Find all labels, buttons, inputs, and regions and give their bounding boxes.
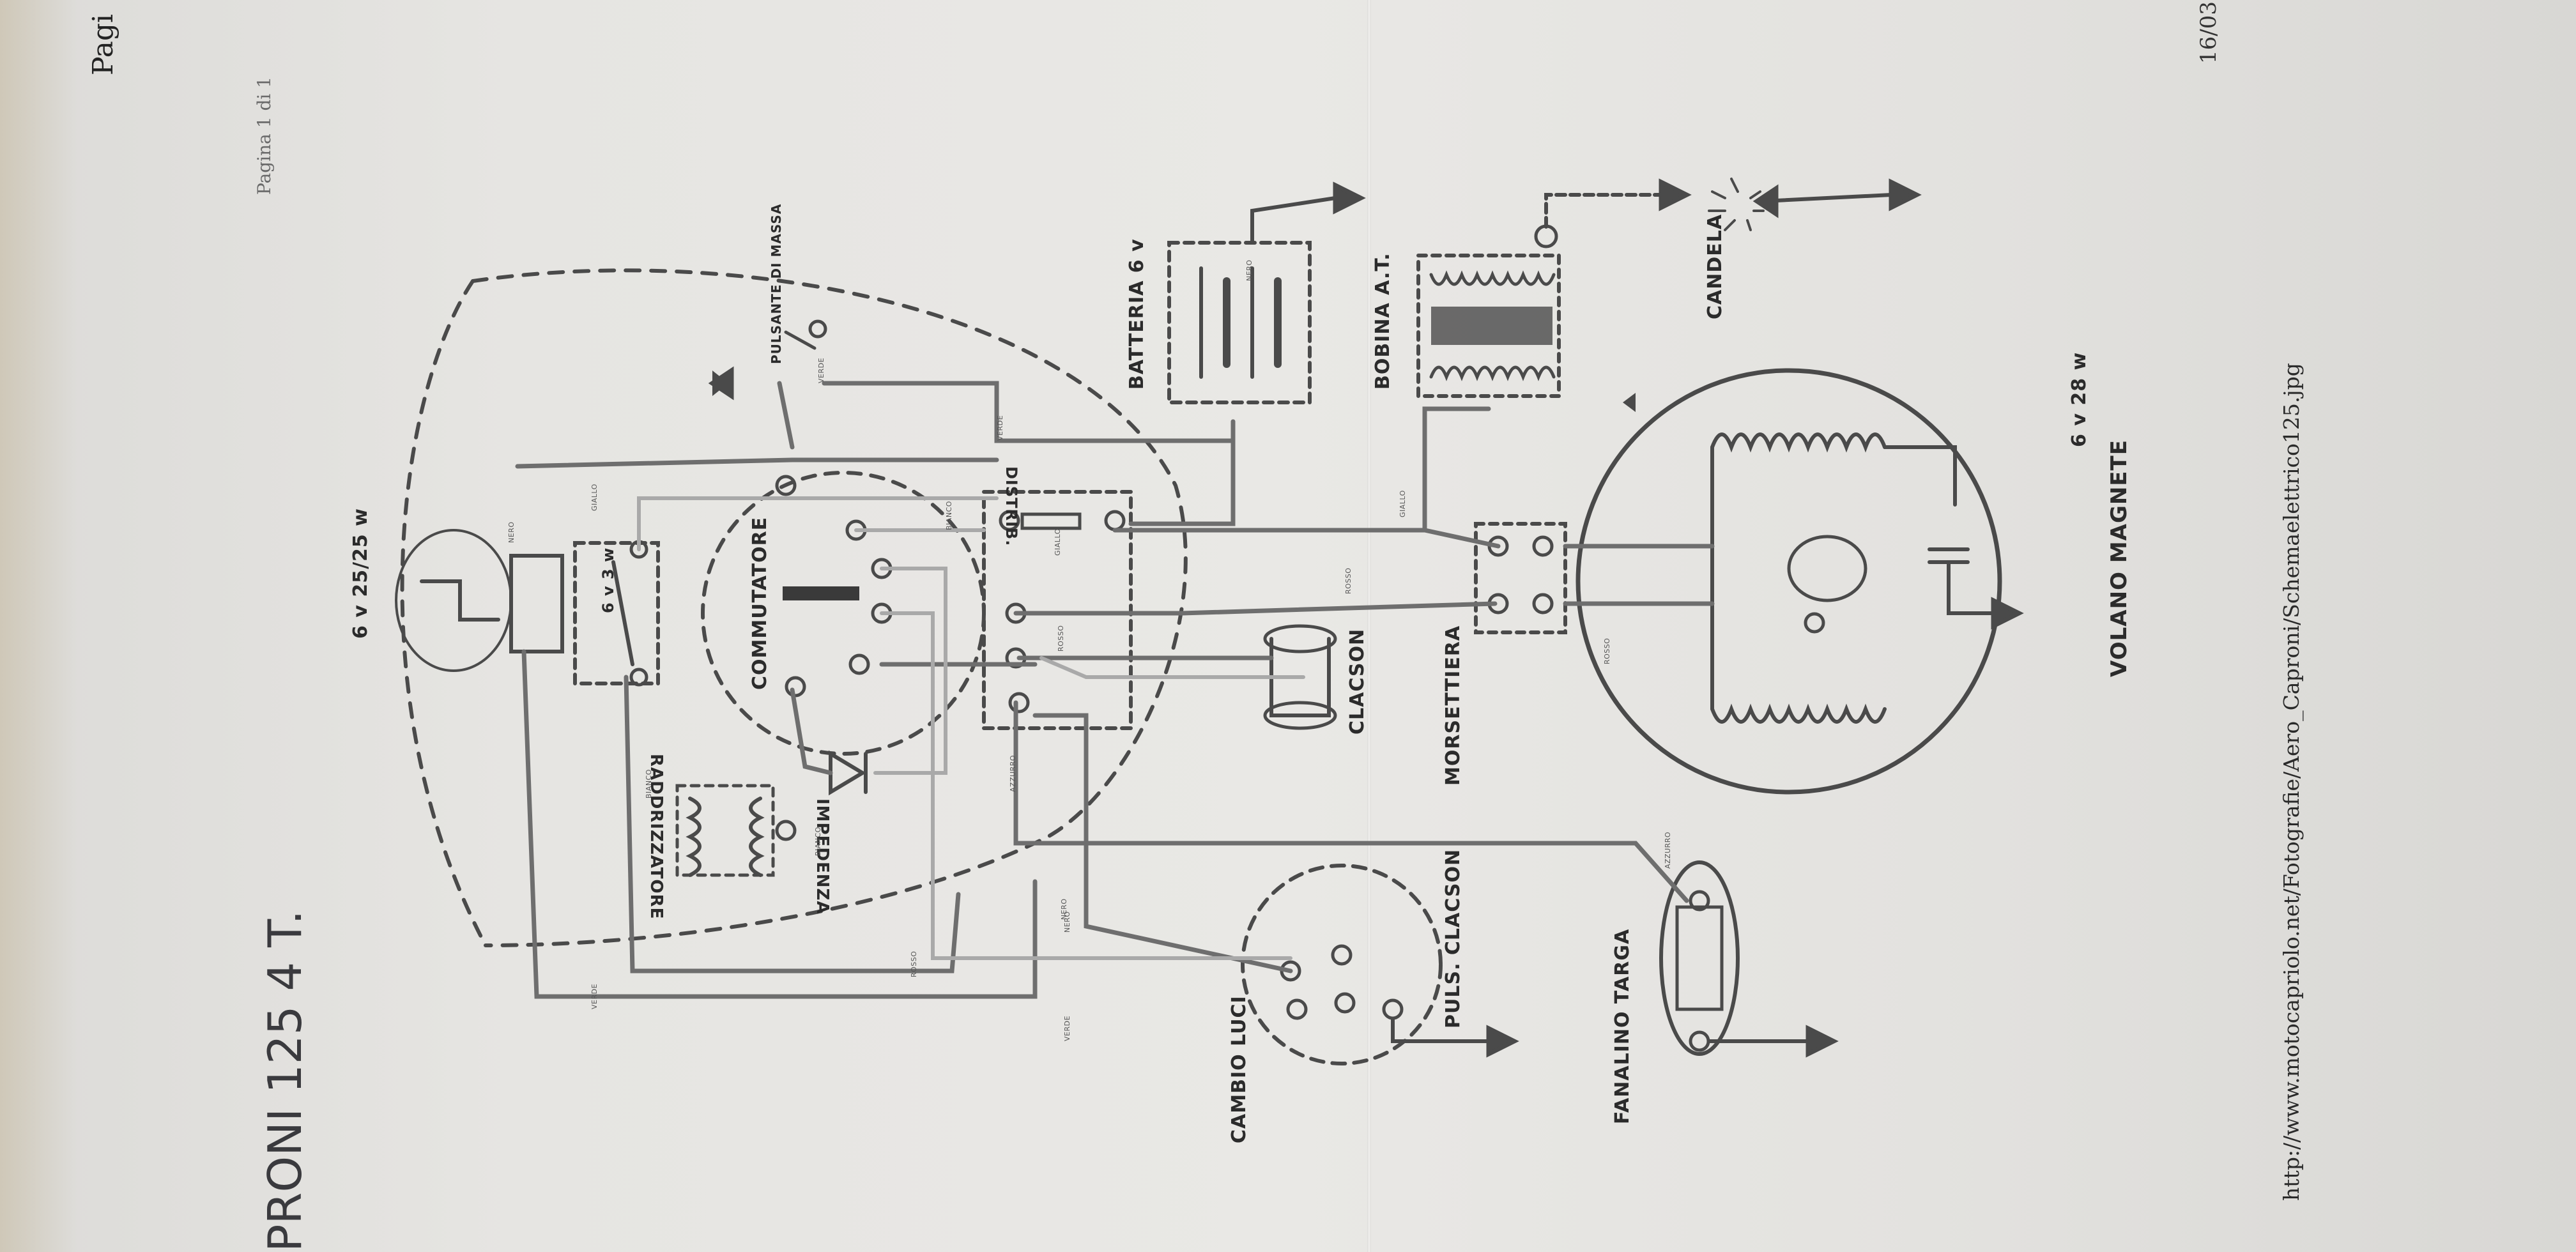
clacson-label: CLACSON [1346, 628, 1368, 735]
wire-label: GIALLO [590, 484, 599, 511]
paper-edge [0, 0, 77, 1252]
wire-label: BIANCO [814, 827, 822, 856]
cambio-luci-label: CAMBIO LUCI [1228, 995, 1250, 1143]
lampada-label: 6 v 25/25 w [349, 508, 372, 639]
page-number: Pagina 1 di 1 [254, 76, 275, 195]
wire-label: GIALLO [1054, 528, 1062, 556]
candela-label: CANDELA [1704, 213, 1726, 319]
wire-label: VERDE [996, 415, 1004, 441]
volano-magnete [1575, 368, 2002, 795]
wire-label: NERO [507, 521, 516, 543]
print-date: 16/03 [2196, 1, 2221, 64]
bobina-label: BOBINA A.T. [1372, 252, 1394, 390]
corner-label: Pagi [87, 13, 119, 75]
batteria-label: BATTERIA 6 v [1126, 238, 1148, 390]
wire-label: VERDE [1063, 1015, 1071, 1041]
headlamp-outline [471, 268, 1188, 947]
wire-label: NERO [1245, 259, 1254, 281]
paper-fold [1367, 0, 1371, 1252]
headlamp-outline [400, 279, 487, 947]
wire-label: VERDE [817, 357, 825, 383]
wire-label: BIANCO [645, 769, 653, 798]
wire-label: AZZURRO [1009, 754, 1017, 792]
wire-label: NERO [1060, 898, 1068, 920]
raddrizzatore-diode [829, 750, 866, 796]
wire-label: ROSSO [1057, 625, 1065, 652]
headlamp-socket [509, 554, 564, 653]
headlamp-bulb [395, 529, 512, 672]
bobina-block [1416, 254, 1561, 398]
pulsante-clacson-label: PULS. CLACSON [1442, 848, 1464, 1028]
wire-label: ROSSO [910, 950, 918, 977]
morsettiera-label: MORSETTIERA [1442, 625, 1464, 786]
source-url: http://www.motocapriolo.net/Fotografie/A… [2279, 363, 2304, 1201]
volano-spec-label: 6 v 28 w [2068, 351, 2090, 447]
wire-label: ROSSO [1603, 637, 1611, 664]
distributore-block [982, 490, 1133, 730]
impedenza-coil [675, 784, 775, 877]
cambio-luci-group [1241, 864, 1443, 1065]
volano-label: VOLANO MAGNETE [2106, 439, 2132, 677]
page-title: PRONI 125 4 T. [258, 910, 312, 1252]
fanalino-targa-label: FANALINO TARGA [1611, 928, 1634, 1124]
impedenza-label: IMPEDENZA [813, 798, 832, 915]
wire-label: GIALLO [1399, 490, 1407, 517]
distributore-label: DISTRIB. [1002, 466, 1020, 547]
fanalino-targa [1659, 860, 1740, 1056]
commutatore-housing [701, 471, 986, 756]
wire-label: VERDE [590, 983, 599, 1009]
spia-label: 6 v 3 w [599, 547, 617, 613]
batteria-block [1167, 241, 1312, 404]
wire-label: BIANCO [945, 501, 953, 530]
candela-spark [1708, 178, 1765, 231]
wire-label: ROSSO [1344, 567, 1353, 594]
pulsante-massa-label: PULSANTE DI MASSA [769, 203, 784, 364]
commutatore-label: COMMUTATORE [749, 516, 771, 690]
wire-label: AZZURRO [1664, 831, 1672, 869]
morsettiera-block [1474, 522, 1567, 634]
commutatore-lever [783, 586, 859, 600]
